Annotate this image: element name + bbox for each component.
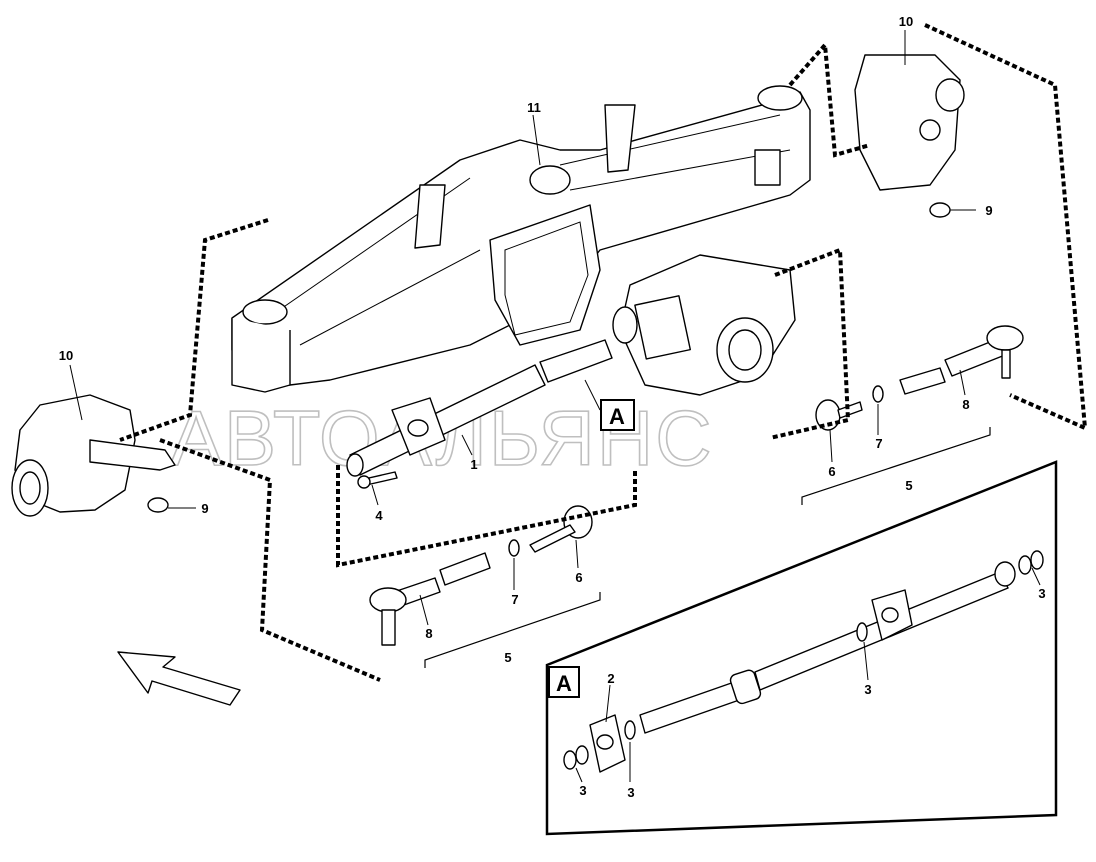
callout-labels: 11 10 10 9 9 1 4 6 7 8 5 6 7 8 5 2 3 3 3… (59, 14, 1046, 800)
callout-11: 11 (527, 100, 541, 115)
callout-2: 2 (607, 671, 614, 686)
svg-text:A: A (609, 404, 625, 429)
callout-9-left: 9 (201, 501, 208, 516)
callout-3-a: 3 (579, 783, 586, 798)
tie-rod-left (369, 505, 593, 646)
callout-9-right: 9 (985, 203, 992, 218)
callout-8-right: 8 (962, 397, 969, 412)
callout-8-left: 8 (425, 626, 432, 641)
callout-6-right: 6 (828, 464, 835, 479)
axle-beam (231, 85, 811, 393)
forward-direction-arrow (117, 651, 241, 706)
callout-10-right: 10 (899, 14, 913, 29)
detail-a-panel: A (545, 460, 1058, 836)
callout-3-b: 3 (627, 785, 634, 800)
callout-3-d: 3 (1038, 586, 1045, 601)
steering-knuckle-right (854, 54, 965, 218)
callout-6-left: 6 (575, 570, 582, 585)
callout-4: 4 (375, 508, 383, 523)
callout-1: 1 (470, 457, 477, 472)
svg-text:A: A (556, 671, 572, 696)
callout-7-right: 7 (875, 436, 882, 451)
leader-lines (69, 30, 976, 626)
bracket-tie-rod-left (424, 592, 601, 668)
dashed-connectors (119, 23, 1088, 682)
callout-3-c: 3 (864, 682, 871, 697)
bracket-tie-rod-right (801, 427, 991, 505)
steering-cylinder (346, 339, 613, 489)
steering-knuckle-left (11, 394, 176, 517)
callout-5-left: 5 (504, 650, 511, 665)
differential-housing (612, 254, 796, 396)
callout-10-left: 10 (59, 348, 73, 363)
callout-5-right: 5 (905, 478, 912, 493)
tie-rod-right (815, 325, 1024, 431)
detail-a-reference: A (600, 399, 635, 431)
callout-7-left: 7 (511, 592, 518, 607)
